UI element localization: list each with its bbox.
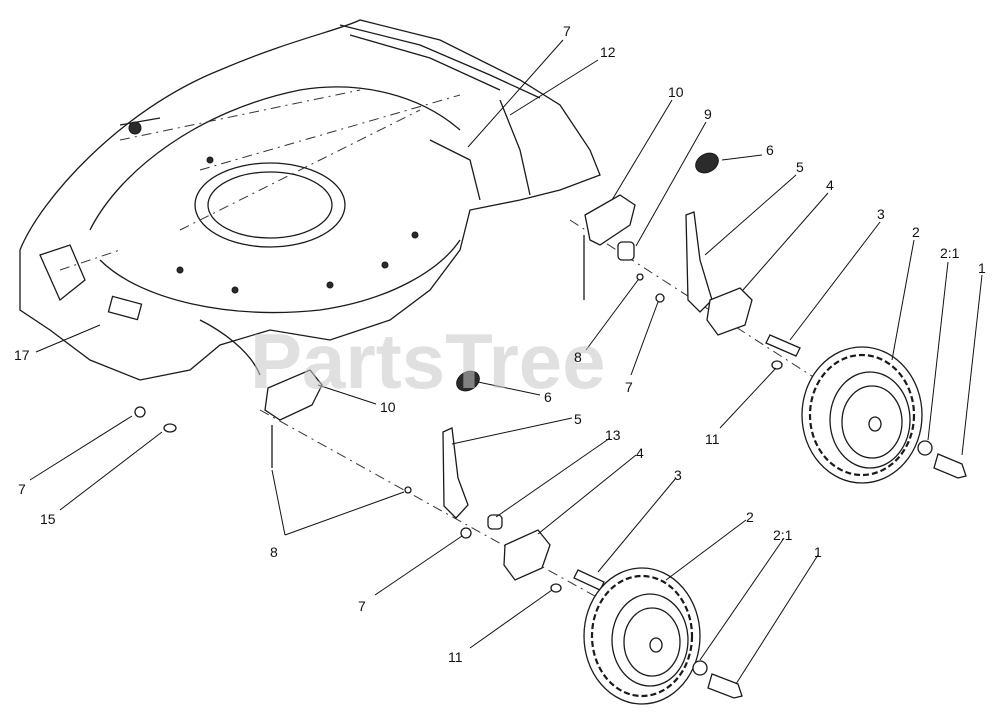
upper-height-adjuster (583, 152, 801, 370)
callout-9: 9 (704, 106, 712, 122)
callout-5-bottom: 5 (574, 411, 582, 427)
callout-6-top: 6 (766, 142, 774, 158)
callout-3-bottom: 3 (674, 467, 682, 483)
callout-11-top: 11 (705, 431, 720, 447)
callout-1-top: 1 (978, 260, 986, 276)
upper-wheel (801, 346, 967, 484)
callout-6-bottom: 6 (544, 389, 552, 405)
callout-15: 15 (40, 511, 56, 527)
lower-height-adjuster (134, 369, 605, 593)
callout-13: 13 (605, 427, 621, 443)
lever-5-top (685, 211, 713, 313)
watermark-text: PartsTree (250, 317, 606, 405)
bolt-3-top (765, 334, 801, 357)
callout-11-bottom: 11 (448, 649, 463, 665)
callout-2-1-bottom: 2:1 (773, 527, 793, 543)
callout-2-bottom: 2 (746, 509, 754, 525)
callout-2-1-top: 2:1 (940, 245, 960, 261)
callout-1-bottom: 1 (814, 544, 822, 560)
callout-10-bottom: 10 (380, 399, 396, 415)
callout-7-top: 7 (563, 23, 571, 39)
pivot-block-4-top (706, 287, 753, 336)
callout-8-left: 8 (270, 544, 278, 560)
leader-lines (29, 39, 983, 685)
callout-8-right: 8 (574, 349, 582, 365)
callout-7-left: 7 (18, 481, 26, 497)
spacer-9 (617, 241, 635, 261)
callout-labels: 7 12 10 9 6 5 4 3 2 2:1 1 17 8 7 11 10 6… (14, 23, 986, 665)
callout-7-bottom: 7 (358, 598, 366, 614)
callout-7-mid: 7 (625, 379, 633, 395)
callout-3-top: 3 (877, 206, 885, 222)
mower-deck (19, 19, 601, 381)
callout-12: 12 (600, 44, 616, 60)
callout-5-top: 5 (796, 159, 804, 175)
lower-wheel (583, 567, 743, 705)
callout-4-bottom: 4 (636, 445, 644, 461)
callout-4-top: 4 (826, 177, 834, 193)
callout-10-top: 10 (668, 84, 684, 100)
knob-6-top (695, 152, 719, 174)
callout-17: 17 (14, 347, 30, 363)
callout-2-top: 2 (912, 224, 920, 240)
washer-11-top (771, 360, 783, 370)
